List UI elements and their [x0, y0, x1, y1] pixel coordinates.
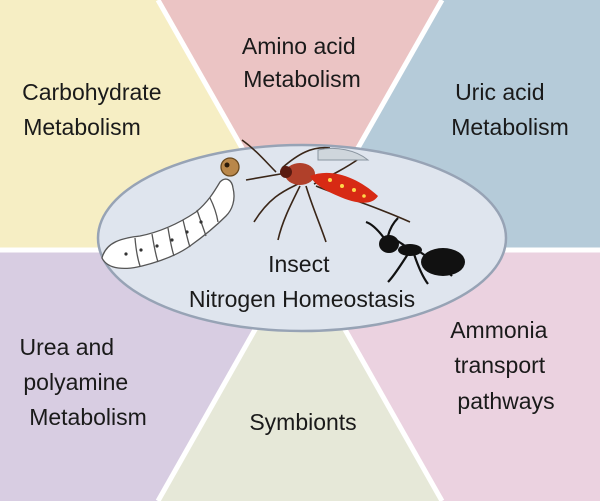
ant-icon [365, 217, 465, 285]
label-urea: Urea and polyamine Metabolism [19, 334, 146, 430]
mosquito-icon [241, 139, 411, 243]
segment-symbionts [158, 250, 442, 501]
label-amino-acid: Amino acid Metabolism [242, 33, 362, 92]
center-title: Insect Nitrogen Homeostasis [189, 251, 415, 312]
caterpillar-icon [101, 157, 240, 270]
label-uric-acid: Uric acid Metabolism [451, 79, 569, 140]
segment-amino-acid [158, 0, 442, 250]
label-symbionts: Symbionts [249, 409, 356, 435]
center-ellipse [96, 143, 508, 333]
label-carbohydrate: Carbohydrate Metabolism [22, 79, 168, 140]
label-ammonia: Ammonia transport pathways [450, 317, 554, 414]
